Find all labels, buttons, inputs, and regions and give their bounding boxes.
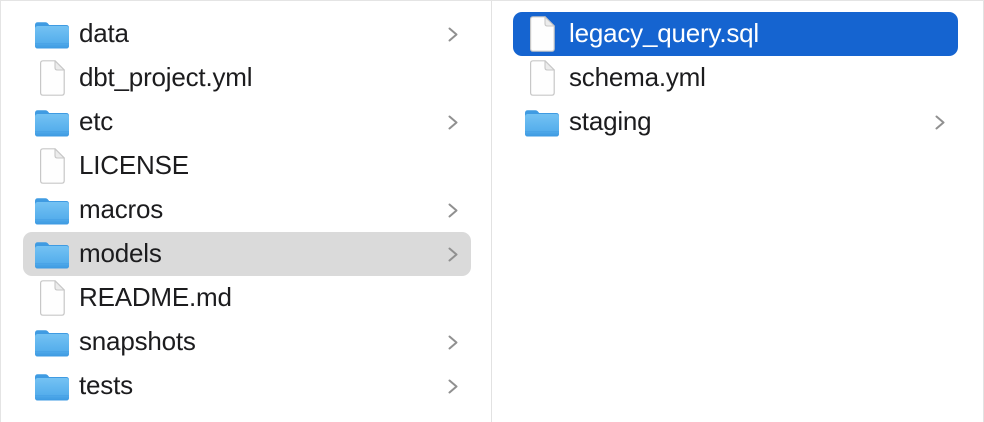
item-label: tests <box>79 370 133 400</box>
item-label: legacy_query.sql <box>569 18 759 48</box>
item-label: README.md <box>79 282 232 312</box>
chevron-right-icon <box>447 114 459 131</box>
item-label: snapshots <box>79 326 196 356</box>
folder-icon <box>33 368 71 404</box>
folder-icon <box>33 236 71 272</box>
folder-row-snapshots[interactable]: snapshots <box>23 320 471 364</box>
file-row-dbt_project.yml[interactable]: dbt_project.yml <box>23 56 471 100</box>
chevron-right-icon <box>934 114 946 131</box>
chevron-right-icon <box>447 246 459 263</box>
chevron-right-icon <box>447 334 459 351</box>
file-row-schema.yml[interactable]: schema.yml <box>513 56 958 100</box>
item-label: schema.yml <box>569 62 706 92</box>
item-label: data <box>79 18 129 48</box>
folder-icon <box>33 324 71 360</box>
folder-icon <box>33 192 71 228</box>
item-label: LICENSE <box>79 150 189 180</box>
folder-row-etc[interactable]: etc <box>23 100 471 144</box>
item-label: models <box>79 238 162 268</box>
item-label: dbt_project.yml <box>79 62 253 92</box>
chevron-right-icon <box>447 378 459 395</box>
folder-row-data[interactable]: data <box>23 12 471 56</box>
chevron-right-icon <box>447 202 459 219</box>
finder-column-parent[interactable]: data dbt_project.yml etc <box>1 1 492 422</box>
folder-row-tests[interactable]: tests <box>23 364 471 408</box>
item-label: etc <box>79 106 114 136</box>
folder-icon <box>33 16 71 52</box>
folder-icon <box>33 104 71 140</box>
file-row-LICENSE[interactable]: LICENSE <box>23 144 471 188</box>
item-label: staging <box>569 106 652 136</box>
file-row-README.md[interactable]: README.md <box>23 276 471 320</box>
file-icon <box>33 280 71 316</box>
chevron-right-icon <box>447 26 459 43</box>
folder-row-staging[interactable]: staging <box>513 100 958 144</box>
finder-column-child[interactable]: legacy_query.sql schema.yml staging <box>492 1 984 422</box>
file-row-legacy_query.sql[interactable]: legacy_query.sql <box>513 12 958 56</box>
file-icon <box>523 16 561 52</box>
folder-row-macros[interactable]: macros <box>23 188 471 232</box>
folder-row-models[interactable]: models <box>23 232 471 276</box>
file-icon <box>523 60 561 96</box>
item-label: macros <box>79 194 164 224</box>
file-icon <box>33 60 71 96</box>
file-icon <box>33 148 71 184</box>
folder-icon <box>523 104 561 140</box>
